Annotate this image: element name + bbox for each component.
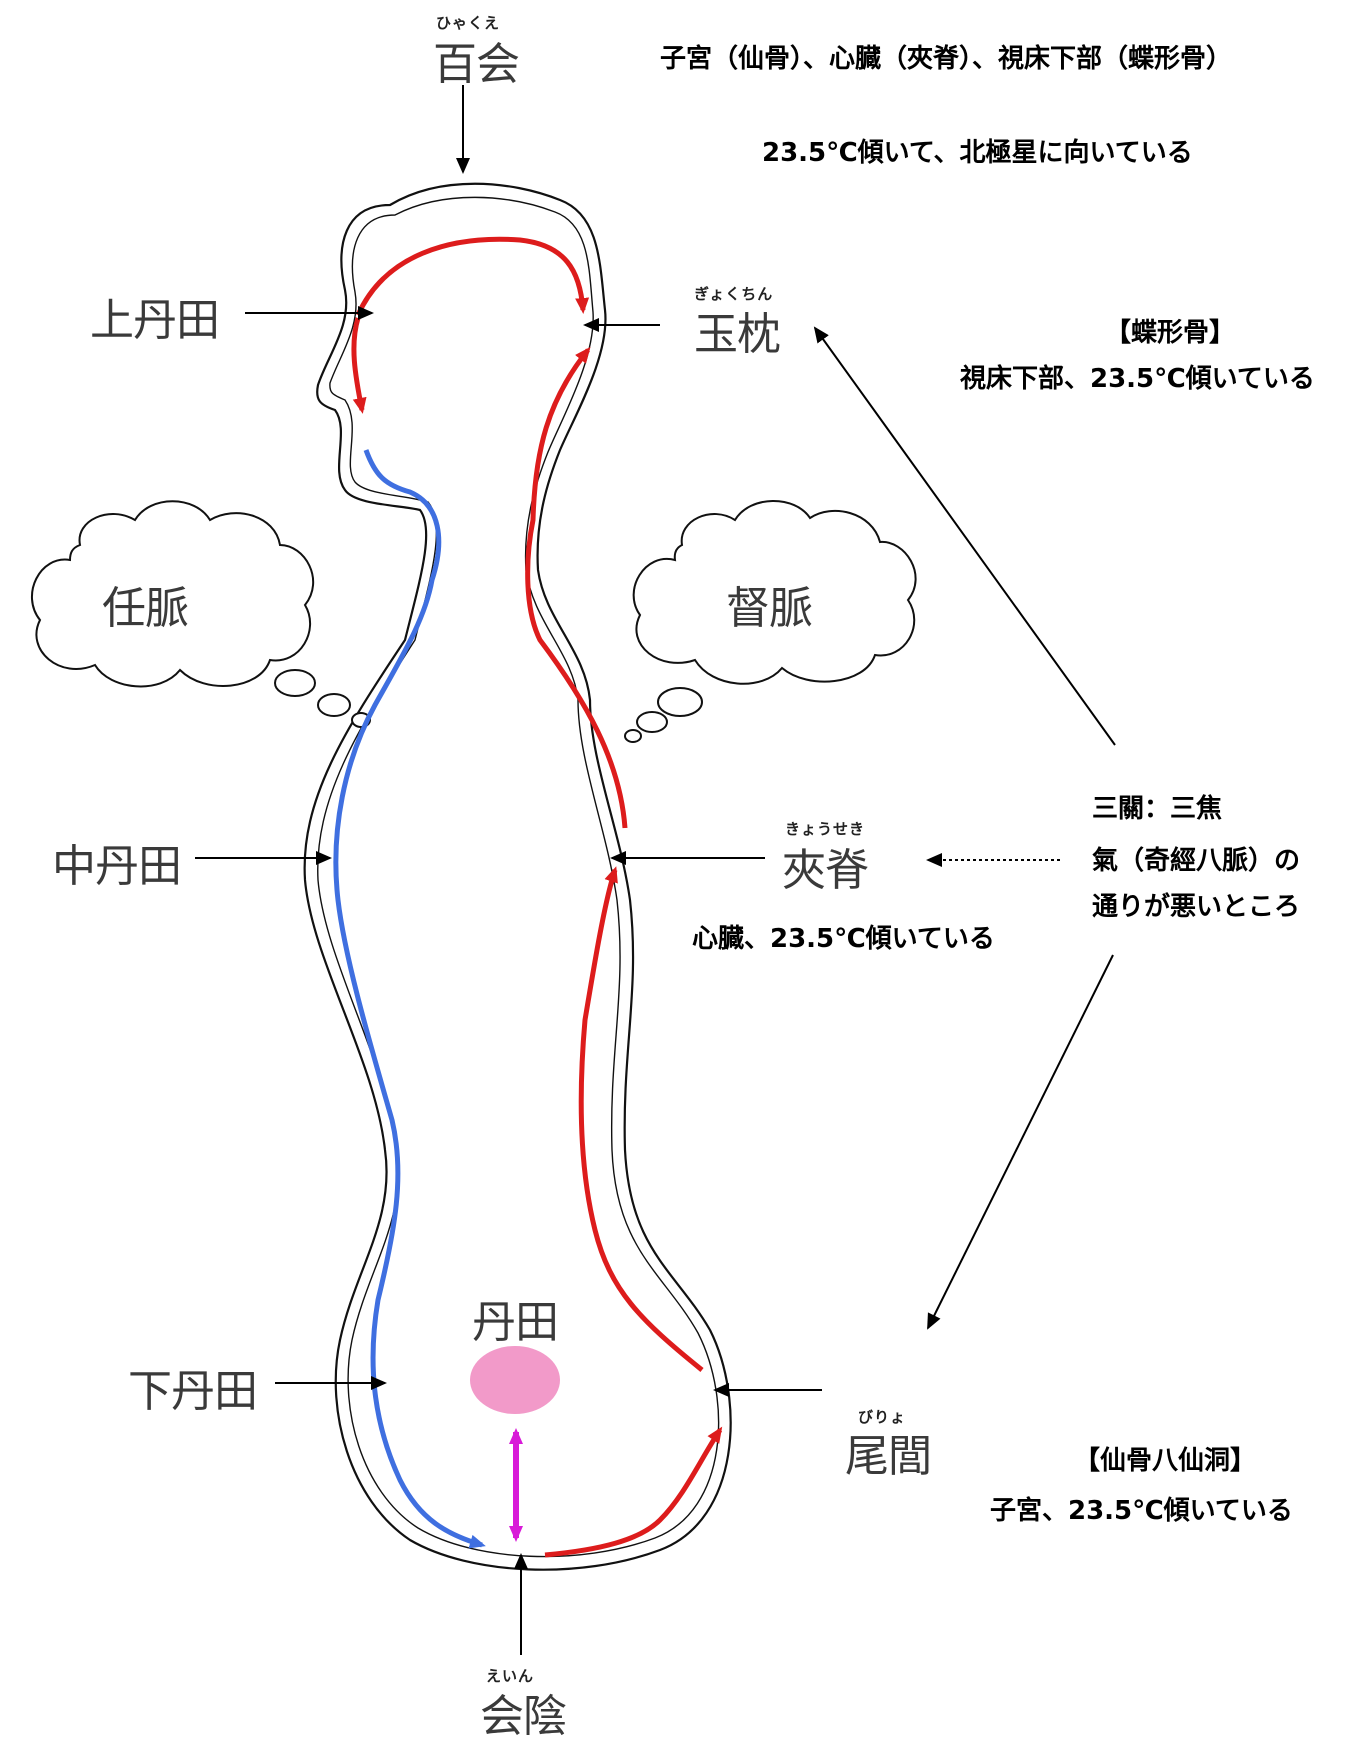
- note-sankan-line3: 通りが悪いところ: [1092, 892, 1301, 922]
- blue-flow-front: [333, 449, 486, 1549]
- upper-dantian-label: 上丹田: [90, 295, 220, 346]
- note-sankan-line1: 三關：三焦: [1092, 794, 1223, 824]
- arrow-sankan-to-weilu: [927, 954, 1114, 1330]
- note-sacrum-body: 子宮、23.5℃傾いている: [990, 1496, 1293, 1526]
- middle-dantian-label: 中丹田: [52, 841, 182, 892]
- baihui-ruby: ひゃくえ: [436, 14, 501, 32]
- note-sphenoid-title: 【蝶形骨】: [1104, 318, 1235, 348]
- weilu-label: 尾閭: [845, 1431, 932, 1482]
- note-top-line2: 23.5℃傾いて、北極星に向いている: [762, 138, 1193, 168]
- body-outline-outer: [303, 182, 732, 1571]
- note-sacrum-title: 【仙骨八仙洞】: [1073, 1446, 1256, 1476]
- jiaji-label: 夾脊: [782, 845, 869, 896]
- dantian-label: 丹田: [472, 1297, 559, 1348]
- red-flow-back-upper: [525, 346, 628, 829]
- note-top-line1: 子宮（仙骨）、心臓（夾脊）、視床下部（蝶形骨）: [660, 44, 1233, 74]
- dumai-label: 督脈: [726, 583, 813, 634]
- red-flow-back-lower: [578, 866, 704, 1372]
- note-heart: 心臓、23.5℃傾いている: [692, 924, 995, 954]
- red-flow-head-upper: [355, 236, 590, 317]
- huiyin-label: 会陰: [480, 1691, 567, 1742]
- arrow-sankan-to-yuzhen: [813, 326, 1116, 746]
- note-sankan-line2: 氣（奇經八脈）の: [1092, 846, 1301, 876]
- lower-dantian-label: 下丹田: [128, 1366, 258, 1417]
- red-flow-head-front: [351, 317, 367, 414]
- baihui-label: 百会: [433, 39, 520, 90]
- cloud-dumai: [624, 500, 917, 743]
- note-sphenoid-body: 視床下部、23.5℃傾いている: [960, 364, 1315, 394]
- jiaji-ruby: きょうせき: [785, 820, 866, 838]
- red-flow-bottom: [544, 1426, 723, 1558]
- dantian-ellipse: [470, 1346, 560, 1414]
- renmai-label: 任脈: [102, 583, 189, 634]
- huiyin-ruby: えいん: [486, 1667, 535, 1685]
- weilu-ruby: びりょ: [858, 1408, 907, 1426]
- cloud-renmai: [30, 500, 371, 728]
- yuzhen-ruby: ぎょくちん: [694, 285, 774, 303]
- yuzhen-label: 玉枕: [694, 309, 781, 360]
